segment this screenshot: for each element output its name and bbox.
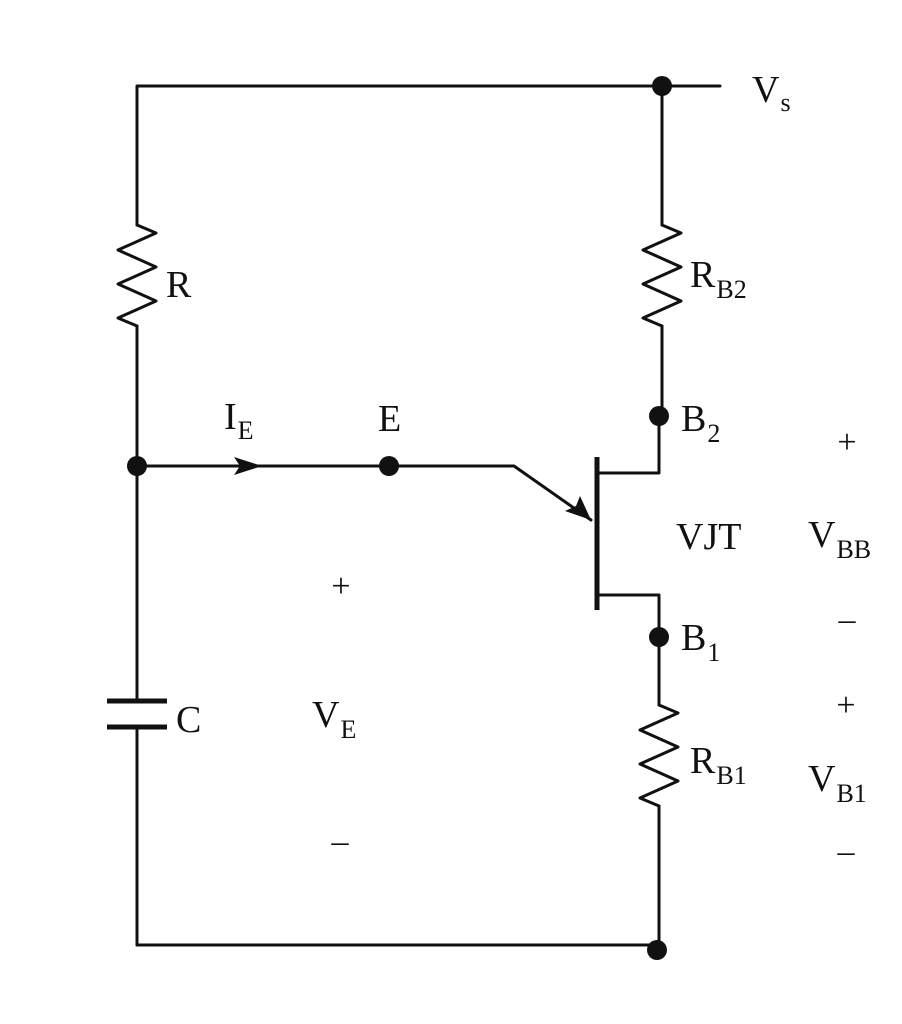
label-vs: Vs [752,69,791,117]
label-ve: VE [312,694,356,744]
node-left-junction [127,456,147,476]
vbb-minus: – [838,601,857,638]
label-e: E [378,398,401,440]
ve-minus: – [331,823,350,860]
b2-lead [595,414,661,475]
label-ie: IE [224,396,254,445]
ve-plus: + [331,568,350,605]
resistor-r [116,223,158,328]
node-b2 [649,406,669,426]
label-vjt: VJT [676,516,741,558]
b1-lead [595,593,661,639]
vb1-plus: + [836,687,855,724]
ie-arrow-icon [234,457,262,475]
label-b2: B2 [681,398,720,448]
emitter-wire [135,464,593,522]
node-b1 [649,627,669,647]
vb1-minus: – [837,833,856,870]
node-e [379,456,399,476]
resistor-rb1 [638,703,680,808]
label-c: C [176,699,201,741]
node-bottom [647,940,667,960]
label-r: R [166,264,192,306]
label-b1: B1 [681,617,720,667]
vbb-plus: + [837,424,856,461]
label-vb1: VB1 [808,758,867,808]
label-rb2: RB2 [690,254,747,304]
resistor-rb2 [641,223,683,328]
node-vs [652,76,672,96]
label-rb1: RB1 [690,740,747,790]
label-vbb: VBB [808,514,871,564]
emitter-arrow-icon [565,496,591,520]
top-wire [135,84,722,227]
